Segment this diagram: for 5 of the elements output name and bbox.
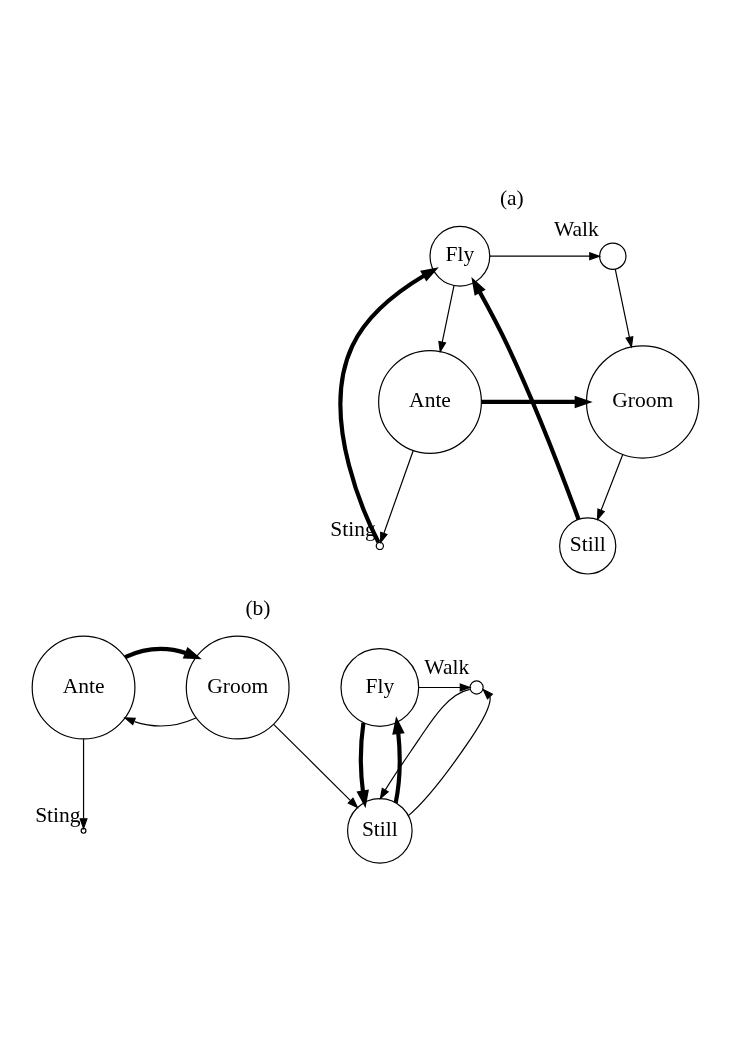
label: (b): [245, 596, 271, 621]
node-label: Walk: [553, 217, 599, 242]
node-label: Sting: [35, 802, 81, 827]
node-label: Walk: [424, 655, 470, 680]
label: (a): [499, 186, 524, 211]
